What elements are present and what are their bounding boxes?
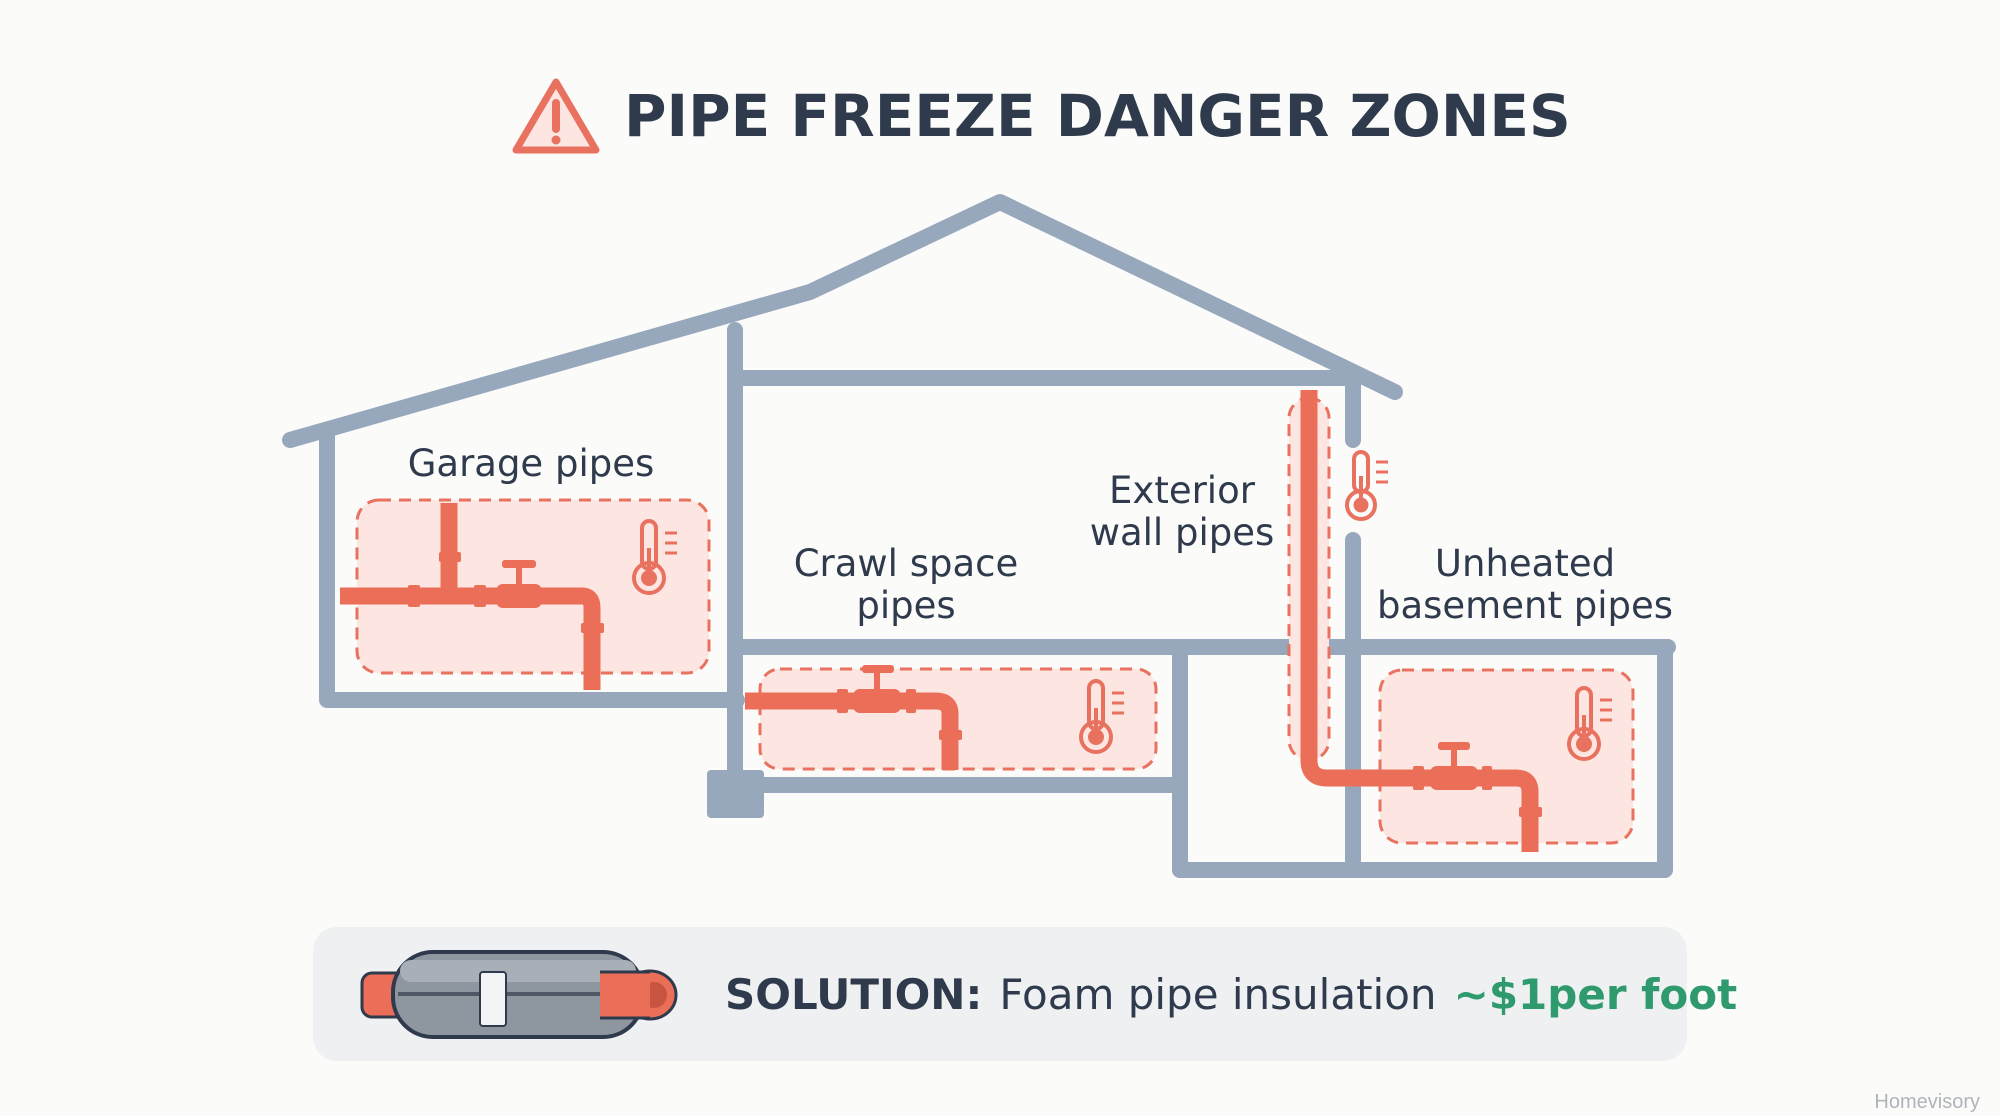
basement-label-line1: Unheated [1435, 542, 1615, 585]
house-outline [282, 194, 1676, 878]
thermometer-icon [1079, 679, 1124, 754]
exterior-wall-label-line2: wall pipes [1090, 511, 1275, 554]
valve-icon [496, 560, 542, 608]
valve-icon [853, 665, 916, 713]
exterior-wall-label-line1: Exterior [1109, 469, 1256, 512]
exterior-wall-danger-zone: Exterior wall pipes [1090, 390, 1388, 787]
warning-triangle-icon [512, 78, 600, 154]
basement-danger-zone: Unheated basement pipes [1366, 542, 1673, 852]
solution-text: SOLUTION: Foam pipe insulation ~$1per fo… [725, 970, 1737, 1019]
crawl-space-label-line2: pipes [856, 584, 955, 627]
foam-insulation-icon [360, 950, 678, 1039]
thermometer-icon [1567, 686, 1612, 761]
solution-description: Foam pipe insulation [999, 970, 1436, 1019]
thermometer-icon [1345, 450, 1388, 521]
solution-price: ~$1per foot [1454, 970, 1738, 1019]
crawl-space-label-line1: Crawl space [794, 542, 1019, 585]
garage-danger-zone: Garage pipes [340, 442, 711, 690]
valve-icon [1430, 742, 1492, 790]
basement-label-line2: basement pipes [1377, 584, 1673, 627]
garage-pipes-label: Garage pipes [408, 442, 655, 485]
brand-watermark: Homevisory [1874, 1091, 1980, 1113]
thermometer-icon [632, 519, 677, 595]
page-title: PIPE FREEZE DANGER ZONES [624, 82, 1571, 150]
solution-heading: SOLUTION: [725, 970, 982, 1019]
crawl-space-danger-zone: Crawl space pipes [745, 542, 1158, 771]
solution-panel: SOLUTION: Foam pipe insulation ~$1per fo… [313, 927, 1737, 1061]
